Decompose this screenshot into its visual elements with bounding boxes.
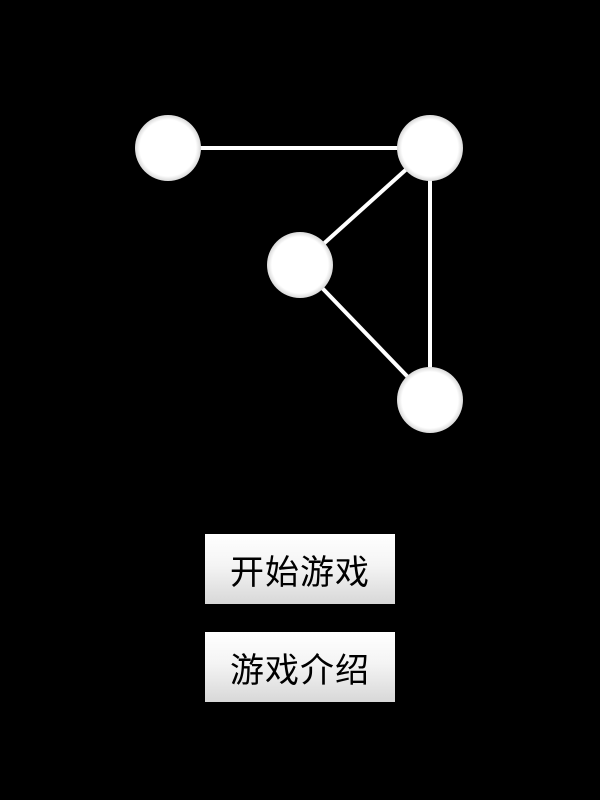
graph-node-1 xyxy=(135,115,201,181)
graph-node-3 xyxy=(267,232,333,298)
graph-node-2 xyxy=(397,115,463,181)
graph-node-4 xyxy=(397,367,463,433)
game-intro-button[interactable]: 游戏介绍 xyxy=(205,632,395,702)
start-game-button[interactable]: 开始游戏 xyxy=(205,534,395,604)
